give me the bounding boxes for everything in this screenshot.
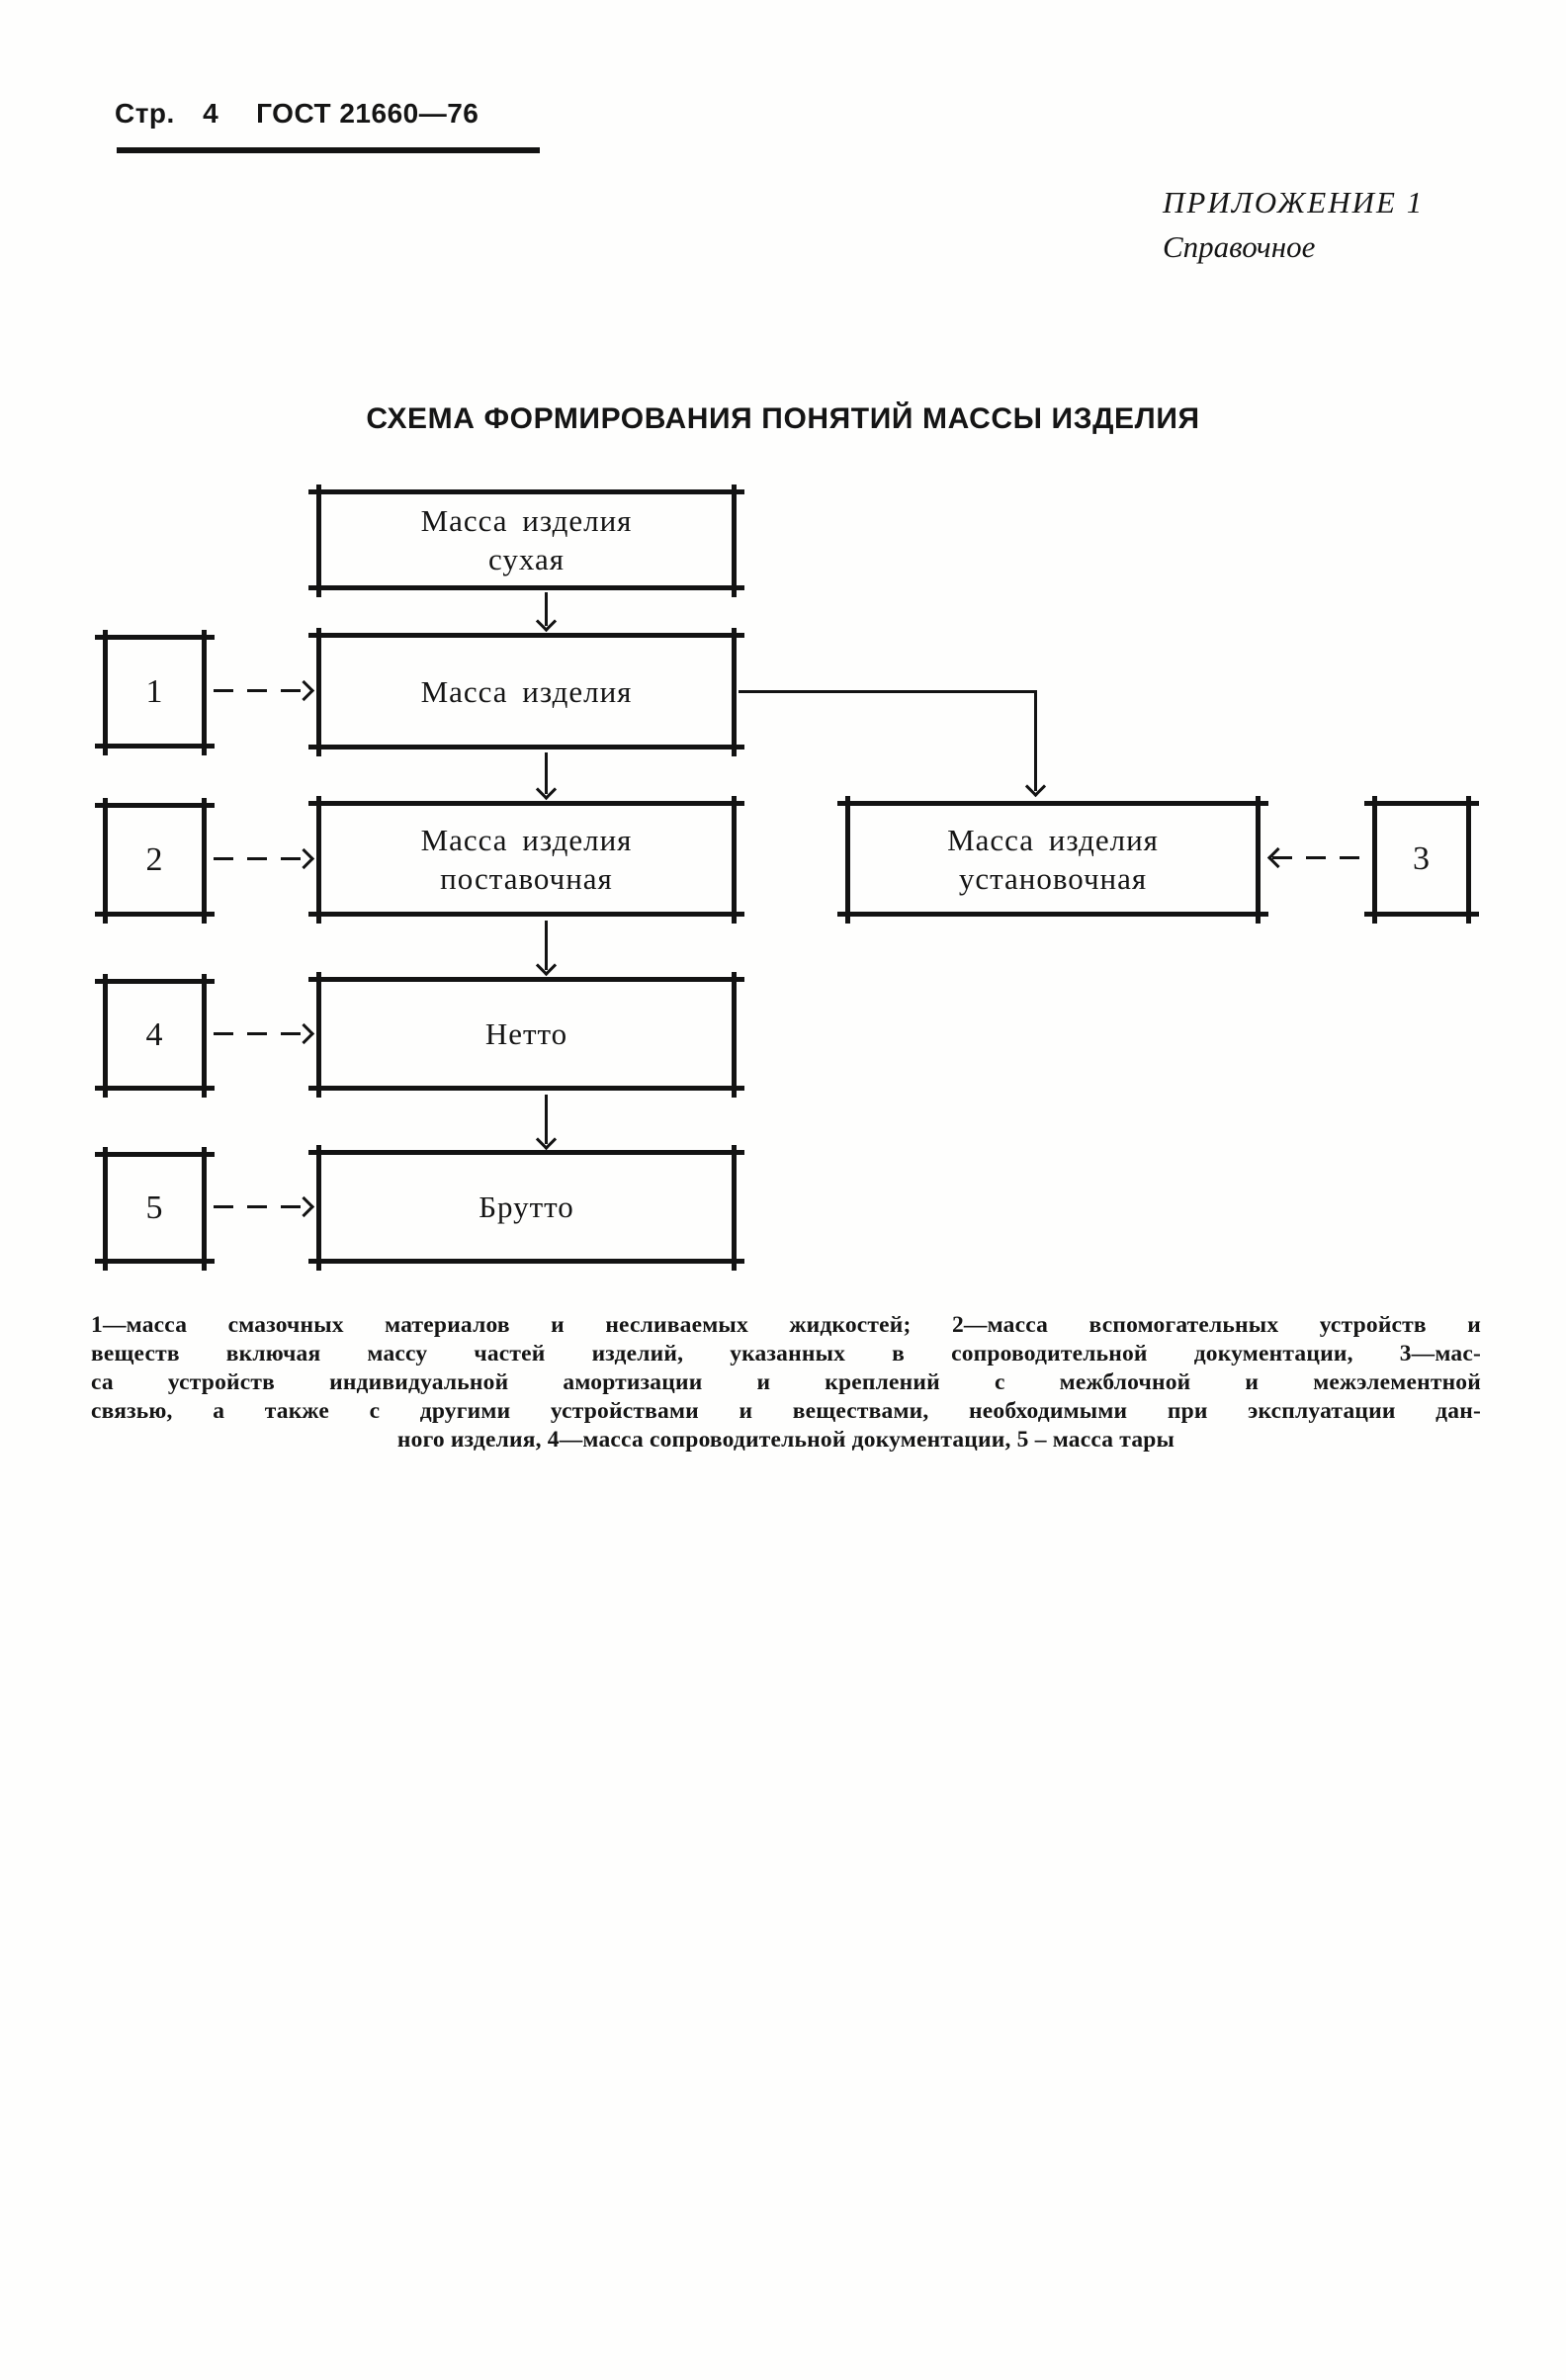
footnote-line: ного изделия, 4—масса сопроводительной д… [396, 1427, 1175, 1453]
arrow-net-to-gross [545, 1095, 548, 1144]
page-number-label: Стр. 4 [115, 98, 219, 129]
diagram-title: СХЕМА ФОРМИРОВАНИЯ ПОНЯТИЙ МАССЫ ИЗДЕЛИЯ [366, 402, 1200, 435]
arrow-product-to-delivery [545, 752, 548, 794]
node-delivery-mass-line2: поставочная [440, 860, 613, 896]
node-product-mass-label: Масса изделия [316, 633, 737, 749]
node-install-mass-label: Масса изделия установочная [845, 801, 1261, 917]
arrow-dry-to-product [545, 592, 548, 626]
node-net-line1: Нетто [484, 1016, 568, 1051]
page-header: Стр. 4 ГОСТ 21660—76 [115, 98, 478, 130]
node-delivery-mass-label: Масса изделия поставочная [316, 801, 737, 917]
ref-box-3-number: 3 [1413, 840, 1431, 877]
ref-box-5-number: 5 [145, 1190, 164, 1226]
dashed-arrow-ref2 [214, 857, 309, 860]
appendix-block: ПРИЛОЖЕНИЕ 1 Справочное [1163, 180, 1424, 269]
footnote-line: 1—масса смазочных материалов и несливаем… [91, 1312, 1481, 1338]
node-delivery-mass-line1: Масса изделия [420, 822, 633, 857]
header-rule [117, 147, 540, 153]
node-dry-mass-label: Масса изделия сухая [316, 489, 737, 590]
dashed-arrow-ref1 [214, 689, 309, 692]
node-product-mass-line1: Масса изделия [420, 673, 633, 709]
ref-box-2: 2 [95, 798, 215, 924]
node-dry-mass-line1: Масса изделия [420, 503, 633, 538]
ref-box-1-number: 1 [145, 673, 164, 710]
ref-box-5-label: 5 [103, 1152, 207, 1264]
arrow-delivery-to-net [545, 921, 548, 970]
footnote-line: са устройств индивидуальной амортизации … [91, 1369, 1481, 1395]
doc-number-label: ГОСТ 21660—76 [256, 98, 479, 129]
ref-box-5: 5 [95, 1147, 215, 1271]
legend-footnote: 1—масса смазочных материалов и несливаем… [91, 1311, 1481, 1454]
node-install-mass-line2: установочная [958, 860, 1148, 896]
arrow-product-to-install [1034, 692, 1037, 791]
node-net: Нетто [308, 972, 744, 1098]
dashed-arrow-ref5 [214, 1205, 309, 1208]
ref-box-2-number: 2 [145, 841, 164, 878]
dashed-arrow-ref3 [1272, 856, 1366, 859]
ref-box-2-label: 2 [103, 803, 207, 917]
branch-line-product-to-install [739, 690, 1037, 693]
node-install-mass: Масса изделия установочная [837, 796, 1268, 924]
appendix-title: ПРИЛОЖЕНИЕ 1 [1163, 185, 1425, 220]
ref-box-1: 1 [95, 630, 215, 755]
node-net-label: Нетто [316, 977, 737, 1091]
footnote-line: связью, а также с другими устройствами и… [91, 1398, 1481, 1424]
node-gross-line1: Брутто [478, 1190, 574, 1224]
ref-box-4-number: 4 [145, 1016, 164, 1053]
node-install-mass-line1: Масса изделия [947, 822, 1159, 857]
ref-box-4-label: 4 [103, 979, 207, 1091]
node-product-mass: Масса изделия [308, 628, 744, 756]
ref-box-4: 4 [95, 974, 215, 1098]
appendix-subtitle: Справочное [1163, 229, 1316, 264]
ref-box-3: 3 [1364, 796, 1479, 924]
ref-box-3-label: 3 [1372, 801, 1471, 917]
ref-box-1-label: 1 [103, 635, 207, 749]
footnote-line: веществ включая массу частей изделий, ук… [91, 1341, 1481, 1366]
node-gross-label: Брутто [316, 1150, 737, 1264]
node-dry-mass-line2: сухая [488, 542, 565, 576]
node-dry-mass: Масса изделия сухая [308, 485, 744, 597]
node-delivery-mass: Масса изделия поставочная [308, 796, 744, 924]
node-gross: Брутто [308, 1145, 744, 1271]
dashed-arrow-ref4 [214, 1032, 309, 1035]
